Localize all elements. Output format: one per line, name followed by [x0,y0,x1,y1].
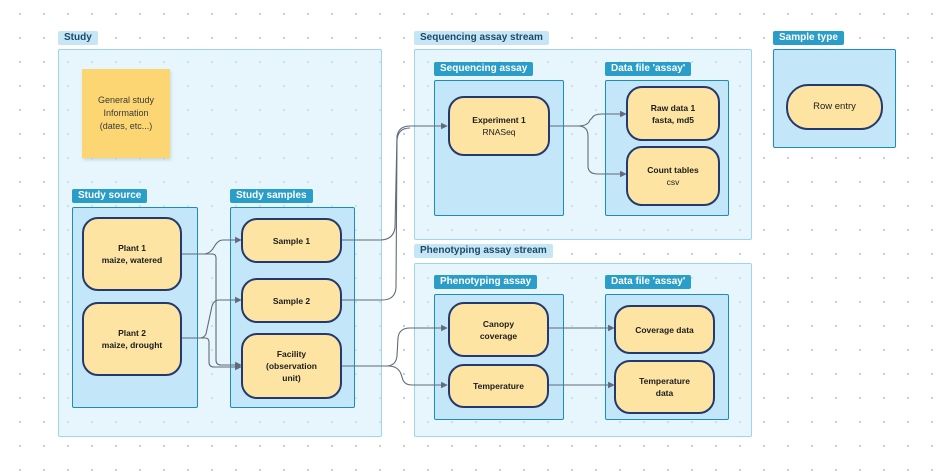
seq-data-file-label: Data file 'assay' [605,62,692,76]
connector-experiment-counttables [550,125,627,178]
count-tables-title: Count tables [647,165,699,175]
sticky-line-2: Information [103,108,149,118]
temperature-node: Temperature [448,364,549,408]
plant-2-node: Plant 2 maize, drought [82,302,182,376]
phenotyping-assay-label: Phenotyping assay [434,275,538,289]
temperature-title: Temperature [473,381,524,391]
sequencing-assay-label: Sequencing assay [434,62,534,76]
experiment-1-node: Experiment 1 RNASeq [448,96,550,156]
pheno-data-file-label: Data file 'assay' [605,275,692,289]
facility-node: Facility (observation unit) [241,333,342,399]
count-tables-detail: csv [666,177,680,187]
raw-data-node: Raw data 1 fasta, md5 [626,86,720,141]
plant-2-detail: maize, drought [101,340,163,350]
study-source-label: Study source [72,189,148,203]
temperature-data-line-2: data [655,388,674,398]
general-study-sticky-note: General study Information (dates, etc...… [82,69,170,158]
sequencing-stream-label: Sequencing assay stream [414,31,549,45]
connector-plant2-facility [182,337,242,371]
plant-1-node: Plant 1 maize, watered [82,217,182,291]
connector-experiment-rawdata [550,110,627,127]
canopy-coverage-node: Canopy coverage [448,302,549,357]
connector-plant2-sample2 [182,296,242,339]
raw-data-detail: fasta, md5 [651,114,695,125]
canopy-line-1: Canopy [482,318,515,329]
row-entry-node: Row entry [786,84,883,130]
study-frame-label: Study [58,31,98,45]
connector-plant1-sample1 [182,236,242,255]
study-samples-label: Study samples [230,189,313,203]
experiment-1-detail: RNASeq [482,127,516,137]
coverage-data-node: Coverage data [614,305,715,354]
sticky-line-3: (dates, etc...) [99,121,153,131]
raw-data-title: Raw data 1 [650,102,696,113]
sample-1-node: Sample 1 [241,218,342,263]
plant-1-detail: maize, watered [101,255,163,265]
facility-line-3: unit) [282,373,301,383]
connector-facility-temperature [342,365,448,389]
connector-facility-canopy [342,324,448,367]
facility-line-1: Facility [276,349,307,359]
canopy-line-2: coverage [479,330,518,341]
phenotyping-stream-label: Phenotyping assay stream [414,244,553,258]
sample-type-label: Sample type [773,31,844,45]
connector-plant1-facility [182,253,242,369]
row-entry-title: Row entry [813,101,856,112]
plant-2-title: Plant 2 [118,328,146,338]
count-tables-node: Count tables csv [626,146,720,206]
temperature-data-node: Temperature data [614,360,715,414]
sample-2-node: Sample 2 [241,278,342,323]
coverage-data-title: Coverage data [635,324,694,335]
sample-1-title: Sample 1 [272,235,311,246]
sticky-line-1: General study [97,95,155,105]
connector-sample2-experiment [342,127,411,301]
temperature-data-line-1: Temperature [639,376,690,386]
sample-2-title: Sample 2 [272,295,311,306]
plant-1-title: Plant 1 [118,243,146,253]
connector-sample1-experiment [342,122,448,241]
facility-line-2: (observation [265,361,317,371]
experiment-1-title: Experiment 1 [472,115,526,125]
